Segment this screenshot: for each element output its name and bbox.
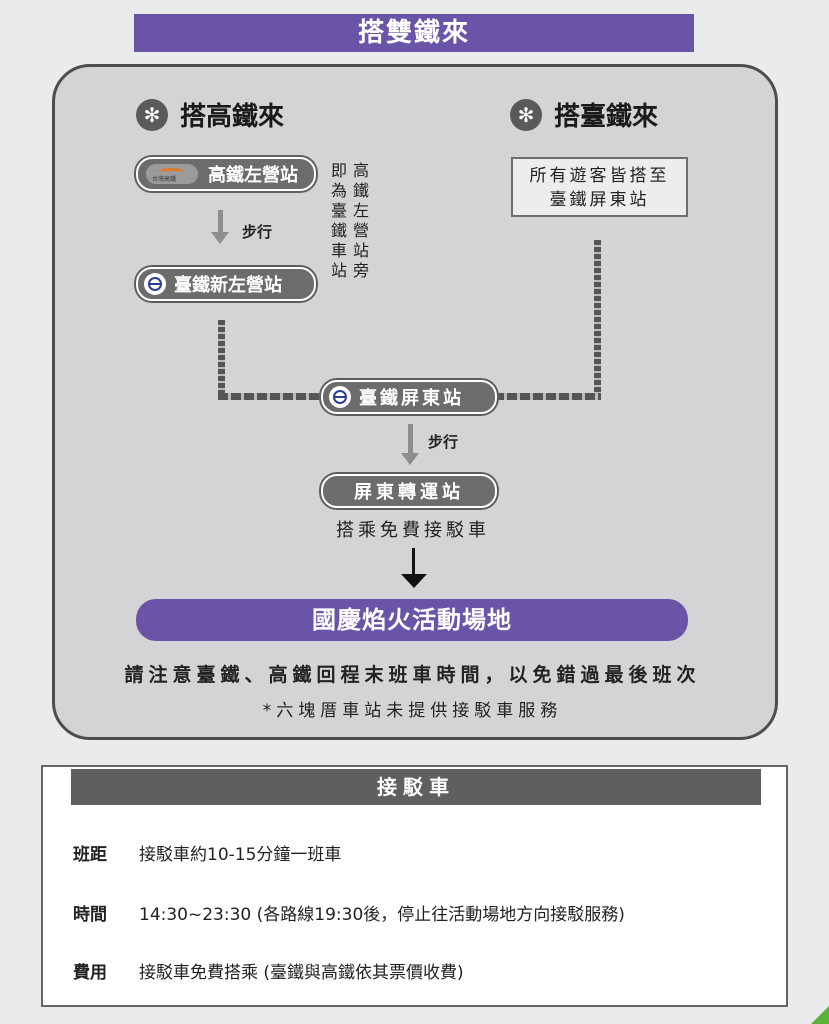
shuttle-info-box: 接駁車 班距 接駁車約10-15分鐘一班車 時間 14:30~23:30 (各路… [41,765,788,1007]
row-value: 14:30~23:30 (各路線19:30後，停止往活動場地方向接駁服務) [139,905,625,925]
snowflake-icon: ✻ [510,98,542,131]
side-note-column-2: 高鐵 左營 站旁 [352,161,369,280]
right-track-line [594,240,601,398]
row-value: 接駁車約10-15分鐘一班車 [139,845,342,865]
left-track-connector [218,393,324,400]
pingtung-transfer-station: 屏東轉運站 [321,474,497,508]
walk-arrow-shaft [218,210,223,232]
tra-xinzuoying-label: 臺鐵新左營站 [174,275,282,296]
shuttle-row-interval: 班距 接駁車約10-15分鐘一班車 [73,840,341,865]
tra-pingtung-station: 臺鐵屏東站 [321,380,497,414]
tra-route-heading: ✻ 搭臺鐵來 [510,96,658,133]
walk-arrow-shaft [408,424,413,454]
walk-arrow-down-icon [401,453,419,465]
row-value: 接駁車免費搭乘 (臺鐵與高鐵依其票價收費) [139,963,464,983]
tra-route-title: 搭臺鐵來 [554,102,659,132]
thsr-zuoying-station: 台灣高鐵 高鐵左營站 [136,157,316,191]
page-banner: 搭雙鐵來 [134,14,694,52]
tra-note-line1: 所有遊客皆搭至 [529,166,670,186]
tra-xinzuoying-station: 臺鐵新左營站 [136,267,316,301]
tra-logo-icon [329,386,351,408]
row-key: 班距 [73,845,107,865]
row-key: 費用 [73,963,107,983]
thsr-logo: 台灣高鐵 [146,164,198,184]
corner-decoration [811,1006,829,1024]
destination-banner: 國慶焰火活動場地 [136,599,688,641]
thsr-route-heading: ✻ 搭高鐵來 [136,96,284,133]
thsr-logo-text: 台灣高鐵 [152,176,177,183]
left-track-line [218,320,225,398]
return-train-warning: 請注意臺鐵、高鐵回程末班車時間，以免錯過最後班次 [124,664,701,686]
thsr-station-label: 高鐵左營站 [208,165,298,186]
walk-label-center: 步行 [428,433,459,451]
right-track-connector [494,393,601,400]
shuttle-title: 接駁車 [71,769,761,805]
walk-label-left: 步行 [242,223,273,241]
shuttle-instruction: 搭乘免費接駁車 [336,520,490,541]
thsr-route-title: 搭高鐵來 [180,102,285,132]
arrow-shaft [412,548,415,576]
walk-arrow-down-icon [211,232,229,244]
arrow-down-icon [401,574,427,588]
tra-logo-icon [144,273,166,295]
shuttle-row-time: 時間 14:30~23:30 (各路線19:30後，停止往活動場地方向接駁服務) [73,900,625,925]
snowflake-icon: ✻ [136,98,168,131]
tra-route-note: 所有遊客皆搭至 臺鐵屏東站 [511,157,688,217]
transfer-station-label: 屏東轉運站 [354,482,464,503]
shuttle-row-fee: 費用 接駁車免費搭乘 (臺鐵與高鐵依其票價收費) [73,958,464,983]
row-key: 時間 [73,905,107,925]
side-note-column-1: 即為 臺鐵 車站 [330,161,347,280]
footnote: *六塊厝車站未提供接駁車服務 [262,701,563,721]
tra-note-line2: 臺鐵屏東站 [549,190,650,210]
pingtung-station-label: 臺鐵屏東站 [359,388,464,409]
